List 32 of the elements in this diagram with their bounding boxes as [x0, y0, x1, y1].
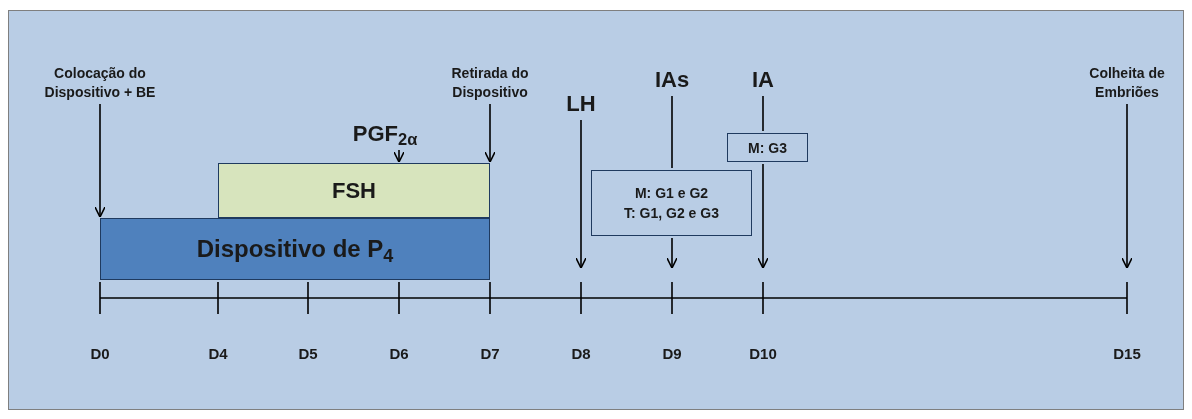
arrow	[94, 103, 106, 218]
event-label: LH	[556, 88, 606, 118]
group-text: T: G1, G2 e G3	[624, 204, 719, 223]
arrow	[575, 119, 587, 269]
day-label: D6	[388, 344, 410, 364]
arrow	[757, 163, 769, 269]
day-label: D0	[89, 344, 111, 364]
day-label: D9	[661, 344, 683, 364]
hormone-bar: FSH	[218, 163, 490, 218]
day-label: D5	[297, 344, 319, 364]
arrow	[393, 149, 405, 163]
group-text: M: G1 e G2	[634, 184, 709, 203]
arrow	[666, 237, 678, 269]
connector-line	[671, 95, 673, 169]
event-label: Colocação do Dispositivo + BE	[30, 64, 170, 102]
connector-line	[762, 95, 764, 132]
day-label: D4	[207, 344, 229, 364]
day-label: D7	[479, 344, 501, 364]
group-text: M: G3	[748, 138, 787, 158]
arrow	[484, 103, 496, 163]
event-label: IAs	[642, 64, 702, 94]
event-label: Retirada do Dispositivo	[438, 64, 542, 102]
device-bar: Dispositivo de P$_{4}$	[100, 218, 490, 280]
day-label: D8	[570, 344, 592, 364]
day-label: D10	[748, 344, 778, 364]
group-box	[591, 170, 752, 236]
arrow	[1121, 103, 1133, 269]
group-box	[727, 133, 808, 162]
event-label: Colheita de Embriões	[1062, 64, 1192, 102]
event-label: IA	[738, 64, 788, 94]
day-label: D15	[1112, 344, 1142, 364]
event-label: PGF$_{2α}$	[340, 118, 430, 148]
